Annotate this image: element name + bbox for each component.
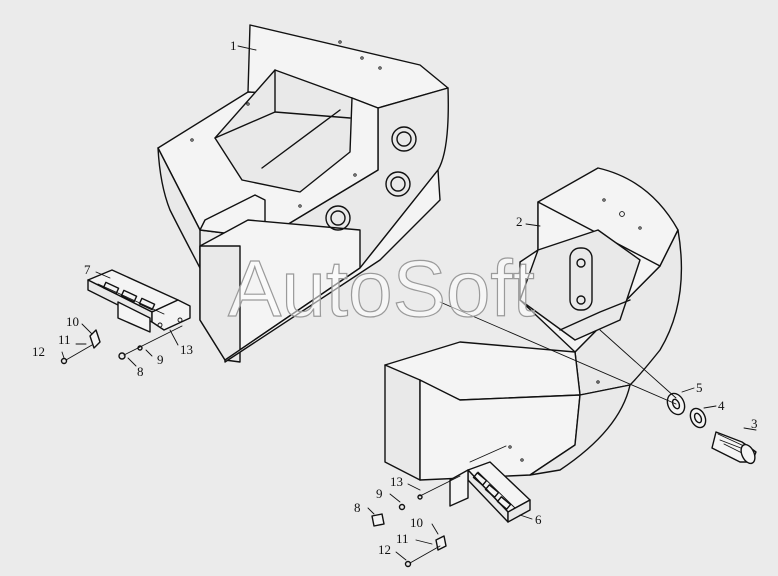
fastener-bolt-3 — [711, 431, 757, 465]
leader-lines — [61, 45, 757, 561]
callout-13-right: 13 — [390, 474, 403, 489]
fasteners-left-set — [60, 325, 183, 365]
callout-1: 1 — [230, 38, 237, 53]
callout-9-right: 9 — [376, 486, 383, 501]
callout-8-left: 8 — [137, 364, 144, 379]
callout-11-right: 11 — [396, 531, 409, 546]
callout-6: 6 — [535, 512, 542, 527]
callout-7: 7 — [84, 262, 91, 277]
fasteners-right-set — [371, 494, 447, 568]
callout-10-left: 10 — [66, 314, 79, 329]
callout-13-left: 13 — [180, 342, 193, 357]
callout-9-left: 9 — [157, 352, 164, 367]
callout-8-right: 8 — [354, 500, 361, 515]
part-1-counterweight-left — [157, 24, 449, 363]
callout-4: 4 — [718, 398, 725, 413]
watermark-text: AutoSoft — [228, 244, 535, 333]
callout-10-right: 10 — [410, 515, 423, 530]
callout-5: 5 — [696, 380, 703, 395]
callout-11-left: 11 — [58, 332, 71, 347]
callout-12-right: 12 — [378, 542, 391, 557]
callout-3: 3 — [751, 416, 758, 431]
part-2-counterweight-right — [384, 167, 683, 481]
fastener-washer-4 — [689, 407, 707, 429]
callout-2: 2 — [516, 214, 523, 229]
part-7-step-bracket-left — [87, 269, 191, 333]
callout-12-left: 12 — [32, 344, 45, 359]
callout-labels: 1 2 3 4 5 6 7 8 8 9 9 10 10 11 11 12 12 … — [32, 38, 758, 557]
